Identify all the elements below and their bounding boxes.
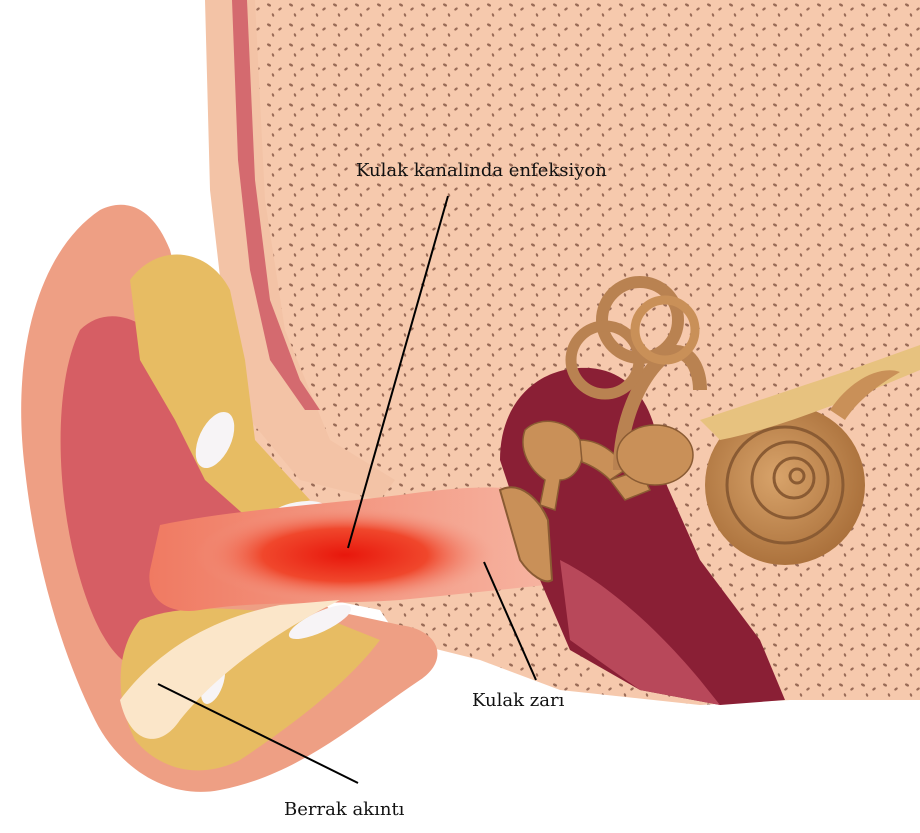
infection-label: Kulak kanalında enfeksiyon	[356, 160, 607, 181]
eardrum-label: Kulak zarı	[472, 690, 564, 711]
discharge-label: Berrak akıntı	[284, 799, 404, 820]
